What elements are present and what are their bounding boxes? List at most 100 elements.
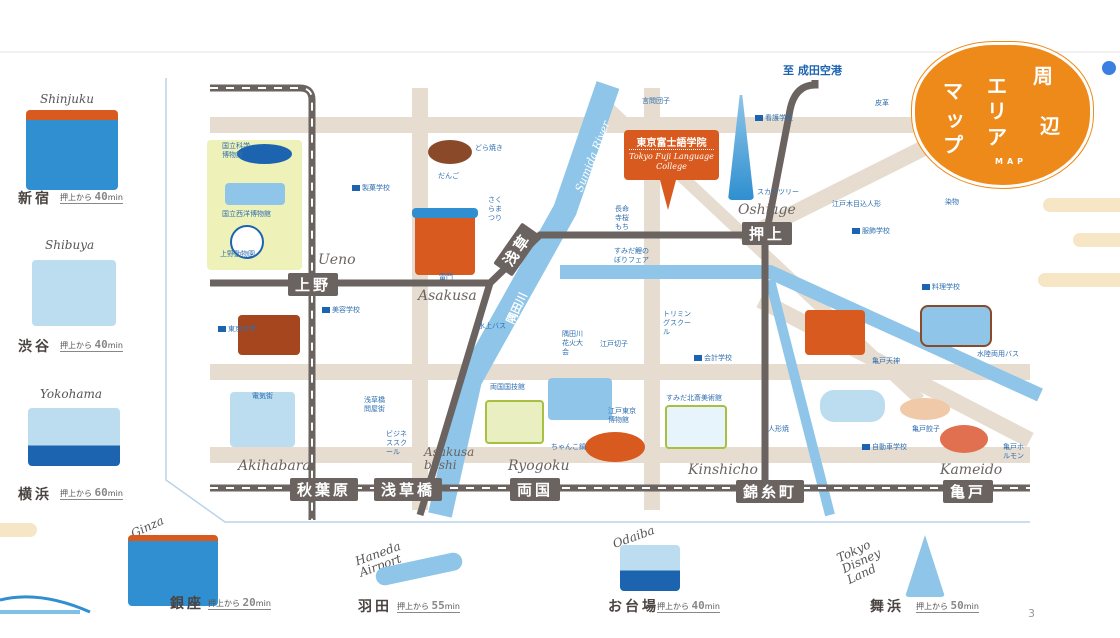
minutes: 60 <box>94 486 108 499</box>
station-asakusabashi[interactable]: 浅草橋 <box>374 478 443 501</box>
from-label: 押上から <box>916 602 948 611</box>
college-name-ja: 東京富士語学院 <box>629 134 714 150</box>
poi-label: 看護学校 <box>755 114 793 123</box>
poi-label: すみだ鯉のぼりフェア <box>614 247 649 264</box>
museum-icon <box>225 183 285 205</box>
university-icon <box>238 315 300 355</box>
horumon-icon <box>940 425 988 453</box>
badge-char: エ <box>987 74 1007 98</box>
poi-label: 上野動物園 <box>220 250 255 258</box>
station-oshiage[interactable]: 押上 <box>742 222 793 245</box>
app-icon[interactable] <box>1102 61 1116 75</box>
kaminarimon-roof-icon <box>412 208 478 218</box>
rainbow-bridge-icon <box>620 545 680 591</box>
badge-char: ッ <box>945 107 965 131</box>
shinjuku-gate-icon <box>26 110 118 190</box>
destination-romaji: Shinjuku <box>40 92 94 106</box>
unit: min <box>255 599 271 608</box>
minutes: 40 <box>94 338 108 351</box>
area-map-badge: 周 辺 エ リ ア マ ッ プ MAP <box>915 45 1090 185</box>
shibuya-crossing-icon <box>32 260 116 326</box>
minutes: 20 <box>242 596 256 609</box>
destination-name: お台場 <box>608 599 659 615</box>
badge-char: リ <box>987 99 1007 123</box>
poi-label: 両国国技館 <box>490 383 525 391</box>
shrine-icon <box>805 310 865 355</box>
akihabara-icon <box>230 392 295 447</box>
destination-name: 渋谷 <box>18 339 52 355</box>
destination-romaji: Shibuya <box>45 238 95 252</box>
from-label: 押上から <box>208 599 240 608</box>
poi-label: 製菓学校 <box>352 184 390 193</box>
station-kameido-romaji: Kameido <box>940 462 1003 478</box>
station-kinshicho[interactable]: 錦糸町 <box>736 480 805 503</box>
poi-label: 皮革 <box>875 99 889 107</box>
poi-label: 亀戸ホルモン <box>1003 443 1024 460</box>
badge-char: プ <box>943 133 963 157</box>
minutes: 50 <box>950 599 964 612</box>
poi-label: 亀戸餃子 <box>912 425 940 433</box>
minutes: 55 <box>431 599 445 612</box>
poi-label: 自動車学校 <box>862 443 907 452</box>
badge-char: 辺 <box>1040 114 1060 138</box>
station-kinshicho-romaji: Kinshicho <box>688 462 758 478</box>
destination-name: 羽田 <box>358 599 392 615</box>
minutes: 40 <box>94 190 108 203</box>
narita-direction: 至 成田空港 <box>783 64 842 77</box>
station-akihabara[interactable]: 秋葉原 <box>290 478 359 501</box>
badge-char: マ <box>943 79 963 103</box>
station-ueno[interactable]: 上野 <box>288 273 339 296</box>
page-number: 3 <box>1028 607 1035 620</box>
destination-romaji: Yokohama <box>40 387 103 401</box>
sumo-ring-icon <box>485 400 544 444</box>
station-ueno-romaji: Ueno <box>318 252 356 268</box>
hokusai-wave-icon <box>665 405 727 449</box>
station-asakusa-romaji: Asakusa <box>418 288 477 304</box>
college-name-en: Tokyo Fuji Language College <box>629 152 714 171</box>
amphibious-bus-icon <box>920 305 992 347</box>
poi-label: 電気街 <box>252 392 273 400</box>
panda-icon <box>230 225 264 259</box>
yokohama-skyline-icon <box>28 408 120 466</box>
poi-label: 服飾学校 <box>852 227 890 236</box>
poi-label: 美容学校 <box>322 306 360 315</box>
poi-label: 亀戸天神 <box>872 357 900 365</box>
station-akihabara-romaji: Akihabara <box>238 458 311 474</box>
rivers <box>428 81 1043 518</box>
poi-label: 料理学校 <box>922 283 960 292</box>
badge-char: ア <box>987 125 1007 149</box>
poi-label: ちゃんこ鍋 <box>551 443 586 451</box>
poi-label: 人形焼 <box>768 425 789 433</box>
poi-label: 長命寺桜もち <box>615 205 629 231</box>
dorayaki-icon <box>428 140 472 164</box>
poi-label: 国立科学博物館 <box>222 142 250 159</box>
destination-name: 銀座 <box>170 596 204 612</box>
station-asakusabashi-romaji: Asakusa bashi <box>424 445 475 472</box>
poi-label: 東京大学 <box>218 325 256 334</box>
unit: min <box>107 489 123 498</box>
poi-label: 浅草橋問屋街 <box>364 396 385 413</box>
badge-subtitle: MAP <box>995 157 1028 166</box>
college-pin-icon <box>660 180 676 210</box>
unit: min <box>704 602 720 611</box>
from-label: 押上から <box>397 602 429 611</box>
station-ryogoku[interactable]: 両国 <box>510 478 561 501</box>
station-ryogoku-romaji: Ryogoku <box>508 458 570 474</box>
destination-name: 舞浜 <box>870 599 904 615</box>
college-marker[interactable]: 東京富士語学院 Tokyo Fuji Language College <box>624 130 719 180</box>
poi-label: 会計学校 <box>694 354 732 363</box>
whale-icon <box>237 144 292 164</box>
ginza-building-icon <box>128 535 218 606</box>
from-label: 押上から <box>60 193 92 202</box>
poi-label: 雷門 <box>439 273 453 281</box>
from-label: 押上から <box>657 602 689 611</box>
minutes: 40 <box>691 599 705 612</box>
station-kameido[interactable]: 亀戸 <box>943 480 994 503</box>
unit: min <box>963 602 979 611</box>
poi-label: 水上バス <box>478 322 506 330</box>
poi-label: 江戸切子 <box>600 340 628 348</box>
car-icon <box>820 390 885 422</box>
edo-museum-icon <box>548 378 612 420</box>
poi-label: どら焼き <box>475 144 503 152</box>
poi-label: さくらまつり <box>488 196 502 222</box>
